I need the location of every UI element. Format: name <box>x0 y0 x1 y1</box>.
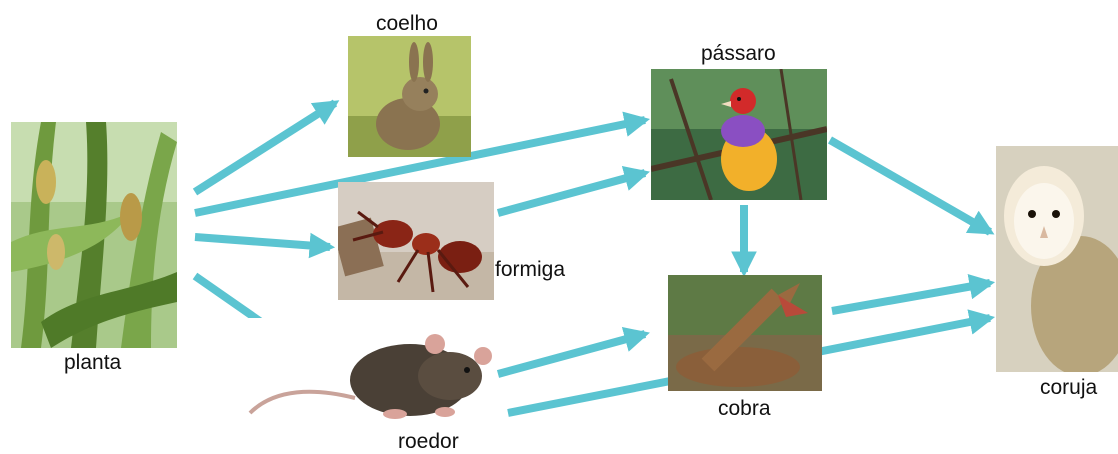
rabbit-image <box>348 36 471 157</box>
ant-label: formiga <box>495 258 565 282</box>
arrow-roedor-to-cobra <box>498 334 645 374</box>
plant-image <box>11 122 177 348</box>
snake-label: cobra <box>718 397 771 421</box>
plant-label: planta <box>64 351 121 375</box>
owl-image <box>996 146 1118 372</box>
rodent-image <box>245 318 495 424</box>
bird-label: pássaro <box>701 42 776 66</box>
rodent-label: roedor <box>398 430 459 454</box>
owl-label: coruja <box>1040 376 1097 400</box>
snake-image <box>668 275 822 391</box>
rabbit-label: coelho <box>376 12 438 36</box>
arrow-planta-to-coelho <box>195 103 335 192</box>
arrow-cobra-to-coruja <box>832 283 990 311</box>
ant-image <box>338 182 494 300</box>
arrow-passaro-to-coruja <box>830 140 990 232</box>
arrow-formiga-to-passaro <box>498 173 645 213</box>
arrow-planta-to-formiga <box>195 237 330 247</box>
bird-image <box>651 69 827 200</box>
